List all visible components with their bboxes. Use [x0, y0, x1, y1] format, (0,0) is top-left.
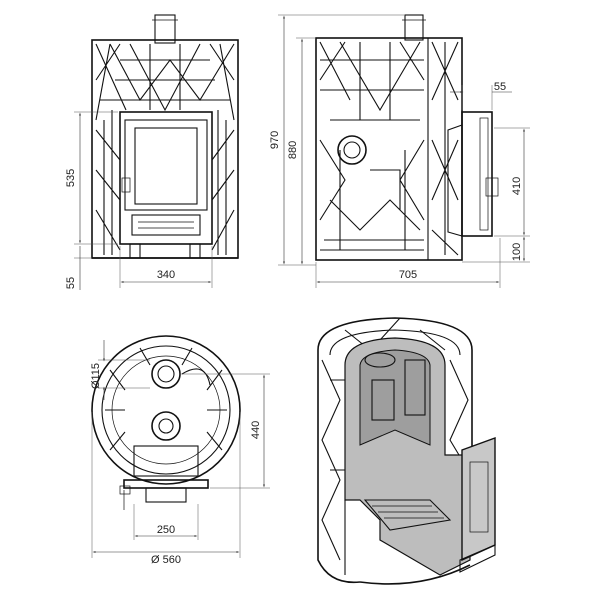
dim-front-door-height: 535	[65, 169, 77, 187]
dim-front-base: 55	[65, 277, 77, 289]
dim-top-door-width: 250	[157, 524, 175, 536]
open-door	[461, 437, 496, 562]
dim-top-door-offset: 440	[250, 421, 262, 439]
side-lattice	[319, 41, 459, 256]
front-view: 535 55 340	[65, 14, 239, 290]
stone-basket-top	[151, 411, 181, 441]
top-view: Ø115 440 250 Ø 560	[90, 335, 270, 566]
dim-top-diameter: Ø 560	[151, 554, 181, 566]
dim-side-total-height: 970	[269, 131, 281, 149]
chimney-outlet	[337, 135, 367, 165]
chimney-pipe	[154, 14, 176, 44]
firebox-door-frame	[119, 111, 213, 245]
stove-leg	[129, 243, 141, 259]
cutaway-3d-view	[317, 317, 496, 585]
dim-top-chimney-diameter: Ø115	[90, 363, 102, 389]
chimney-pipe	[404, 14, 424, 41]
dim-side-door-depth: 55	[494, 81, 506, 93]
chimney-top	[151, 359, 181, 389]
dim-side-total-depth: 705	[399, 269, 417, 281]
door-glass	[134, 127, 198, 205]
side-view: 970 880 55 410 100 705	[269, 14, 530, 288]
dim-side-body-height: 880	[287, 141, 299, 159]
door-top	[133, 445, 199, 477]
stove-outline-top	[91, 335, 241, 485]
dim-front-width: 340	[157, 269, 175, 281]
door-side-profile	[461, 111, 493, 237]
door-handle	[485, 177, 499, 197]
front-lattice	[95, 43, 235, 255]
dim-side-door-height: 410	[511, 177, 523, 195]
stove-leg	[189, 243, 201, 259]
dim-side-door-base: 100	[511, 243, 523, 261]
ash-drawer	[131, 214, 201, 236]
door-handle	[121, 177, 131, 193]
chimney-inner	[364, 352, 396, 368]
